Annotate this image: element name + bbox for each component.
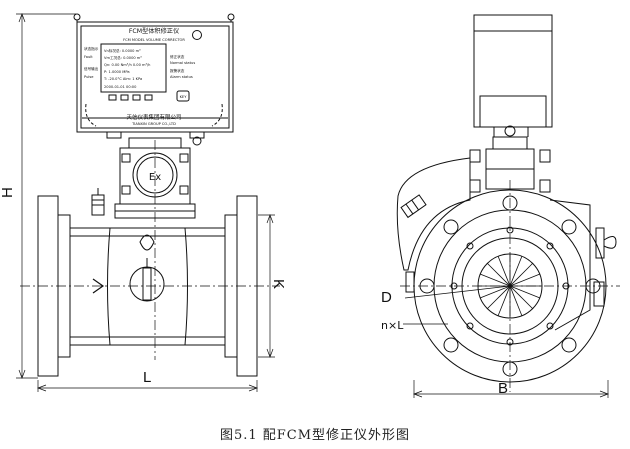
right-label: 修正状态 [170,54,185,59]
side-label: Pulse [84,75,94,79]
junction-box: Ex [91,137,196,219]
company-en: TIANXIN GROUP CO.,LTD [131,122,176,126]
figure-caption: 图5.1 配FCM型修正仪外形图 [219,428,411,443]
right-label: Alarm status [170,75,193,79]
side-label: 信号输出 [84,66,99,71]
front-dimensions [16,13,275,392]
corrector-title: FCM型体积修正仪 [129,27,179,35]
meter-body [20,140,280,377]
corrector-model: FCM MODEL VOLUME CORRECTOR [123,38,185,42]
corrector-housing: FCM型体积修正仪 FCM MODEL VOLUME CORRECTOR Vn标… [73,13,235,146]
dimension-d-label: D [381,289,392,306]
display-line: Vn标况总: 0.0000 m³ [104,48,141,53]
display-line: P: 1.0000 MPa [104,70,130,74]
display-line: 2000-01-01 00:00 [104,85,137,89]
side-handle [405,227,617,307]
side-view: B D n×L [381,14,620,398]
right-label: Normal status [170,61,195,65]
front-view: FCM型体积修正仪 FCM MODEL VOLUME CORRECTOR Vn标… [0,13,287,392]
dimension-b-label: B [498,380,508,397]
side-gland [400,194,427,219]
corrector-side [469,14,553,193]
dimension-l-label: L [143,369,151,386]
display-line: Vm工况总: 0.0000 m³ [104,55,142,60]
key-label: KEY [180,95,188,99]
display-line: Qn: 0.00 Nm³/h 0.00 m³/h [104,63,150,67]
side-label: 状态指示 [84,46,99,51]
dimension-h-label: H [0,187,16,198]
display-line: T: -20.0°C Alm: 1 KPa [103,77,142,81]
dimension-nxl-label: n×L [381,319,404,332]
company-cn: 天信仪表集团有限公司 [126,113,181,121]
side-flange [400,180,620,392]
lcd-display [100,43,167,93]
right-label: 报警状态 [170,68,185,73]
dimension-k-label: K [270,279,287,289]
side-body-outline [396,157,471,271]
side-dimensions [413,380,609,398]
side-label: Fault [84,55,93,59]
